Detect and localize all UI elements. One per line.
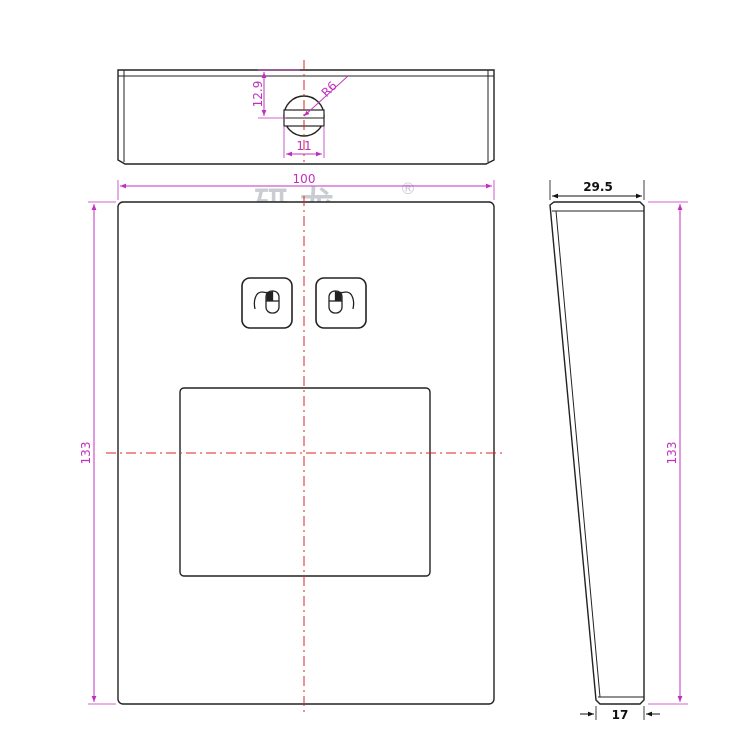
touchpad-area xyxy=(179,387,431,577)
top-view: 12.9 R6 11 xyxy=(117,60,495,165)
front-height-dimension: 133 xyxy=(79,442,93,465)
side-view: 29.5 133 17 xyxy=(549,180,688,722)
left-mouse-button xyxy=(241,277,293,329)
side-bottom-dimension: 17 xyxy=(612,708,629,722)
right-mouse-button xyxy=(315,277,367,329)
registered-mark: ® xyxy=(400,179,416,198)
front-width-dimension: 100 xyxy=(293,172,316,186)
mouse-right-click-icon xyxy=(328,290,355,314)
side-top-dimension: 29.5 xyxy=(583,180,613,194)
side-height-dimension: 133 xyxy=(665,442,679,465)
hole-width-dimension: 11 xyxy=(296,139,311,153)
side-view-outline xyxy=(549,201,645,705)
front-view: 100 133 xyxy=(79,172,502,712)
radius-dimension: R6 xyxy=(319,79,340,100)
top-view-outline xyxy=(117,69,495,165)
mouse-left-click-icon xyxy=(253,290,280,314)
top-height-dimension: 12.9 xyxy=(251,81,265,108)
